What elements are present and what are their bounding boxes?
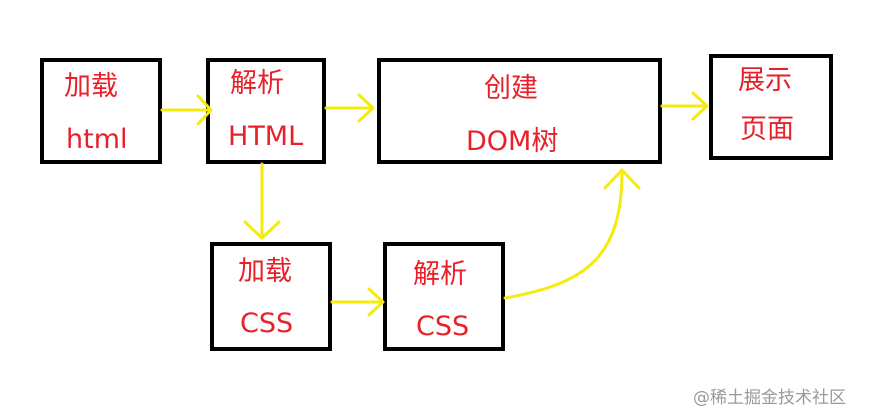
show-page-label-1: 展示 (738, 65, 792, 96)
load-html-label-1: 加载 (64, 71, 118, 102)
node-load-html (40, 58, 162, 164)
show-page-label-2: 页面 (740, 114, 794, 145)
load-css-label-2: CSS (240, 308, 294, 339)
parse-html-label-1: 解析 (230, 68, 284, 99)
arrow-parse-css-to-build-dom (503, 170, 624, 300)
arrowhead-parse-html (196, 94, 213, 126)
parse-css-label-2: CSS (416, 311, 470, 342)
arrowhead-build-dom (357, 93, 375, 123)
node-load-css (210, 242, 332, 351)
node-parse-css (383, 242, 505, 351)
node-show-page (709, 54, 833, 160)
arrowhead-parse-css (367, 287, 385, 317)
arrowhead-show-page (691, 91, 709, 121)
watermark: @稀土掘金技术社区 (693, 388, 846, 408)
node-build-dom (377, 58, 662, 164)
build-dom-label-1: 创建 (484, 73, 538, 104)
arrowhead-build-dom-from-css (603, 168, 641, 190)
arrowhead-load-css (243, 220, 281, 240)
load-html-label-2: html (66, 124, 128, 155)
build-dom-label-2: DOM树 (466, 126, 559, 157)
parse-html-label-2: HTML (228, 121, 304, 152)
parse-css-label-1: 解析 (413, 259, 467, 290)
load-css-label-1: 加载 (238, 256, 292, 287)
